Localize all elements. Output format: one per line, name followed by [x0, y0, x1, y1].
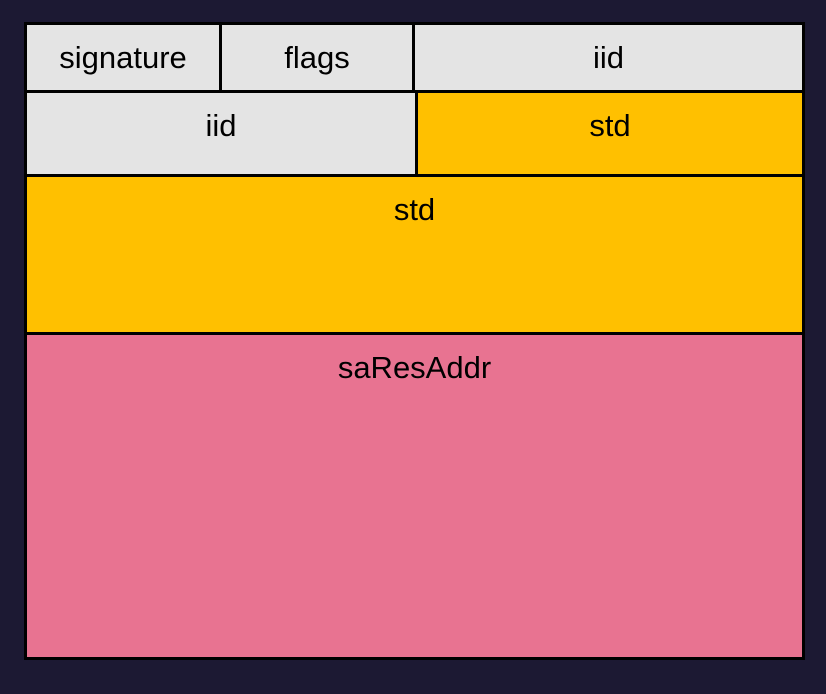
field-cell-iid-row1[interactable]: iid: [412, 25, 802, 90]
field-label-std-row3: std: [393, 192, 436, 227]
layout-row-1: signature flags iid: [27, 25, 802, 90]
field-cell-std-row2[interactable]: std: [415, 93, 802, 174]
field-cell-saresaddr[interactable]: saResAddr: [27, 335, 802, 657]
field-cell-iid-row2[interactable]: iid: [27, 93, 415, 174]
field-cell-std-row3[interactable]: std: [27, 177, 802, 332]
field-label-flags: flags: [284, 40, 350, 75]
field-label-iid-row2: iid: [205, 108, 237, 143]
layout-row-3: std: [27, 174, 802, 332]
layout-table: signature flags iid iid std std: [24, 22, 805, 660]
field-label-iid-row1: iid: [592, 40, 624, 75]
layout-row-2: iid std: [27, 90, 802, 174]
field-cell-flags[interactable]: flags: [219, 25, 412, 90]
layout-row-4: saResAddr: [27, 332, 802, 657]
field-cell-signature[interactable]: signature: [27, 25, 219, 90]
field-label-signature: signature: [59, 40, 187, 75]
field-label-saresaddr: saResAddr: [337, 350, 492, 385]
field-label-std-row2: std: [589, 108, 631, 143]
